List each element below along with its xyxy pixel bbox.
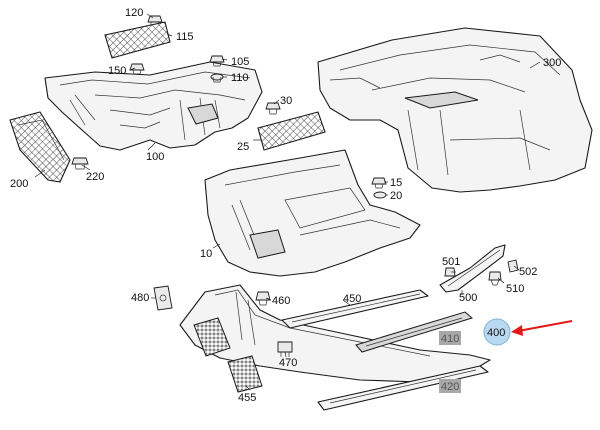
- part-105-clip: [209, 55, 225, 67]
- part-100-front-floor: [44, 61, 263, 151]
- label-105: 105: [231, 56, 249, 68]
- label-110: 110: [231, 72, 249, 84]
- highlight-arrow: [511, 320, 573, 336]
- highlight-400[interactable]: 400: [483, 318, 511, 346]
- part-480-clip: [153, 285, 173, 311]
- label-480: 480: [131, 292, 149, 304]
- part-220-clip: [71, 157, 89, 170]
- label-100: 100: [146, 151, 164, 163]
- part-410-sill-plate: [355, 311, 474, 353]
- label-25: 25: [237, 141, 249, 153]
- leader-lines: [34, 13, 541, 391]
- part-502-clip: [507, 259, 519, 273]
- label-500: 500: [459, 292, 477, 304]
- part-25-mesh-panel: [257, 111, 326, 151]
- label-502: 502: [519, 266, 537, 278]
- label-460: 460: [272, 295, 290, 307]
- part-115-mesh-panel: [104, 21, 171, 59]
- label-30: 30: [280, 95, 292, 107]
- label-400: 400: [487, 327, 505, 339]
- label-20: 20: [390, 190, 402, 202]
- label-420: 420: [441, 381, 459, 393]
- label-300: 300: [543, 57, 561, 69]
- label-15: 15: [390, 177, 402, 189]
- part-455-vent-grille: [227, 355, 263, 393]
- part-450-threshold-strip: [281, 289, 429, 329]
- label-510: 510: [506, 283, 524, 295]
- vent-grille-upper: [193, 317, 231, 357]
- part-501-clip: [444, 267, 456, 277]
- label-220: 220: [86, 171, 104, 183]
- part-300-rear-floor: [317, 27, 593, 193]
- part-510-clip: [488, 271, 502, 286]
- label-470: 470: [279, 357, 297, 369]
- label-10: 10: [200, 248, 212, 260]
- label-200: 200: [10, 178, 28, 190]
- part-20-clip: [373, 191, 387, 199]
- part-15-clip: [371, 177, 387, 189]
- label-115: 115: [176, 31, 194, 43]
- part-400-side-panel: [179, 284, 491, 383]
- part-200-side-trim: [9, 111, 71, 183]
- part-500-handle-bracket: [439, 244, 506, 293]
- part-10-floor-mat: [204, 149, 421, 277]
- part-30-clip: [265, 102, 281, 115]
- label-410: 410: [441, 333, 459, 345]
- label-455: 455: [238, 392, 256, 404]
- label-450: 450: [343, 293, 361, 305]
- label-410-box: 410: [439, 331, 461, 345]
- part-470-clip: [277, 341, 293, 357]
- label-150: 150: [108, 65, 126, 77]
- label-420-box: 420: [439, 379, 461, 393]
- label-501: 501: [442, 256, 460, 268]
- label-120: 120: [125, 7, 143, 19]
- part-420-long-sill: [317, 365, 489, 411]
